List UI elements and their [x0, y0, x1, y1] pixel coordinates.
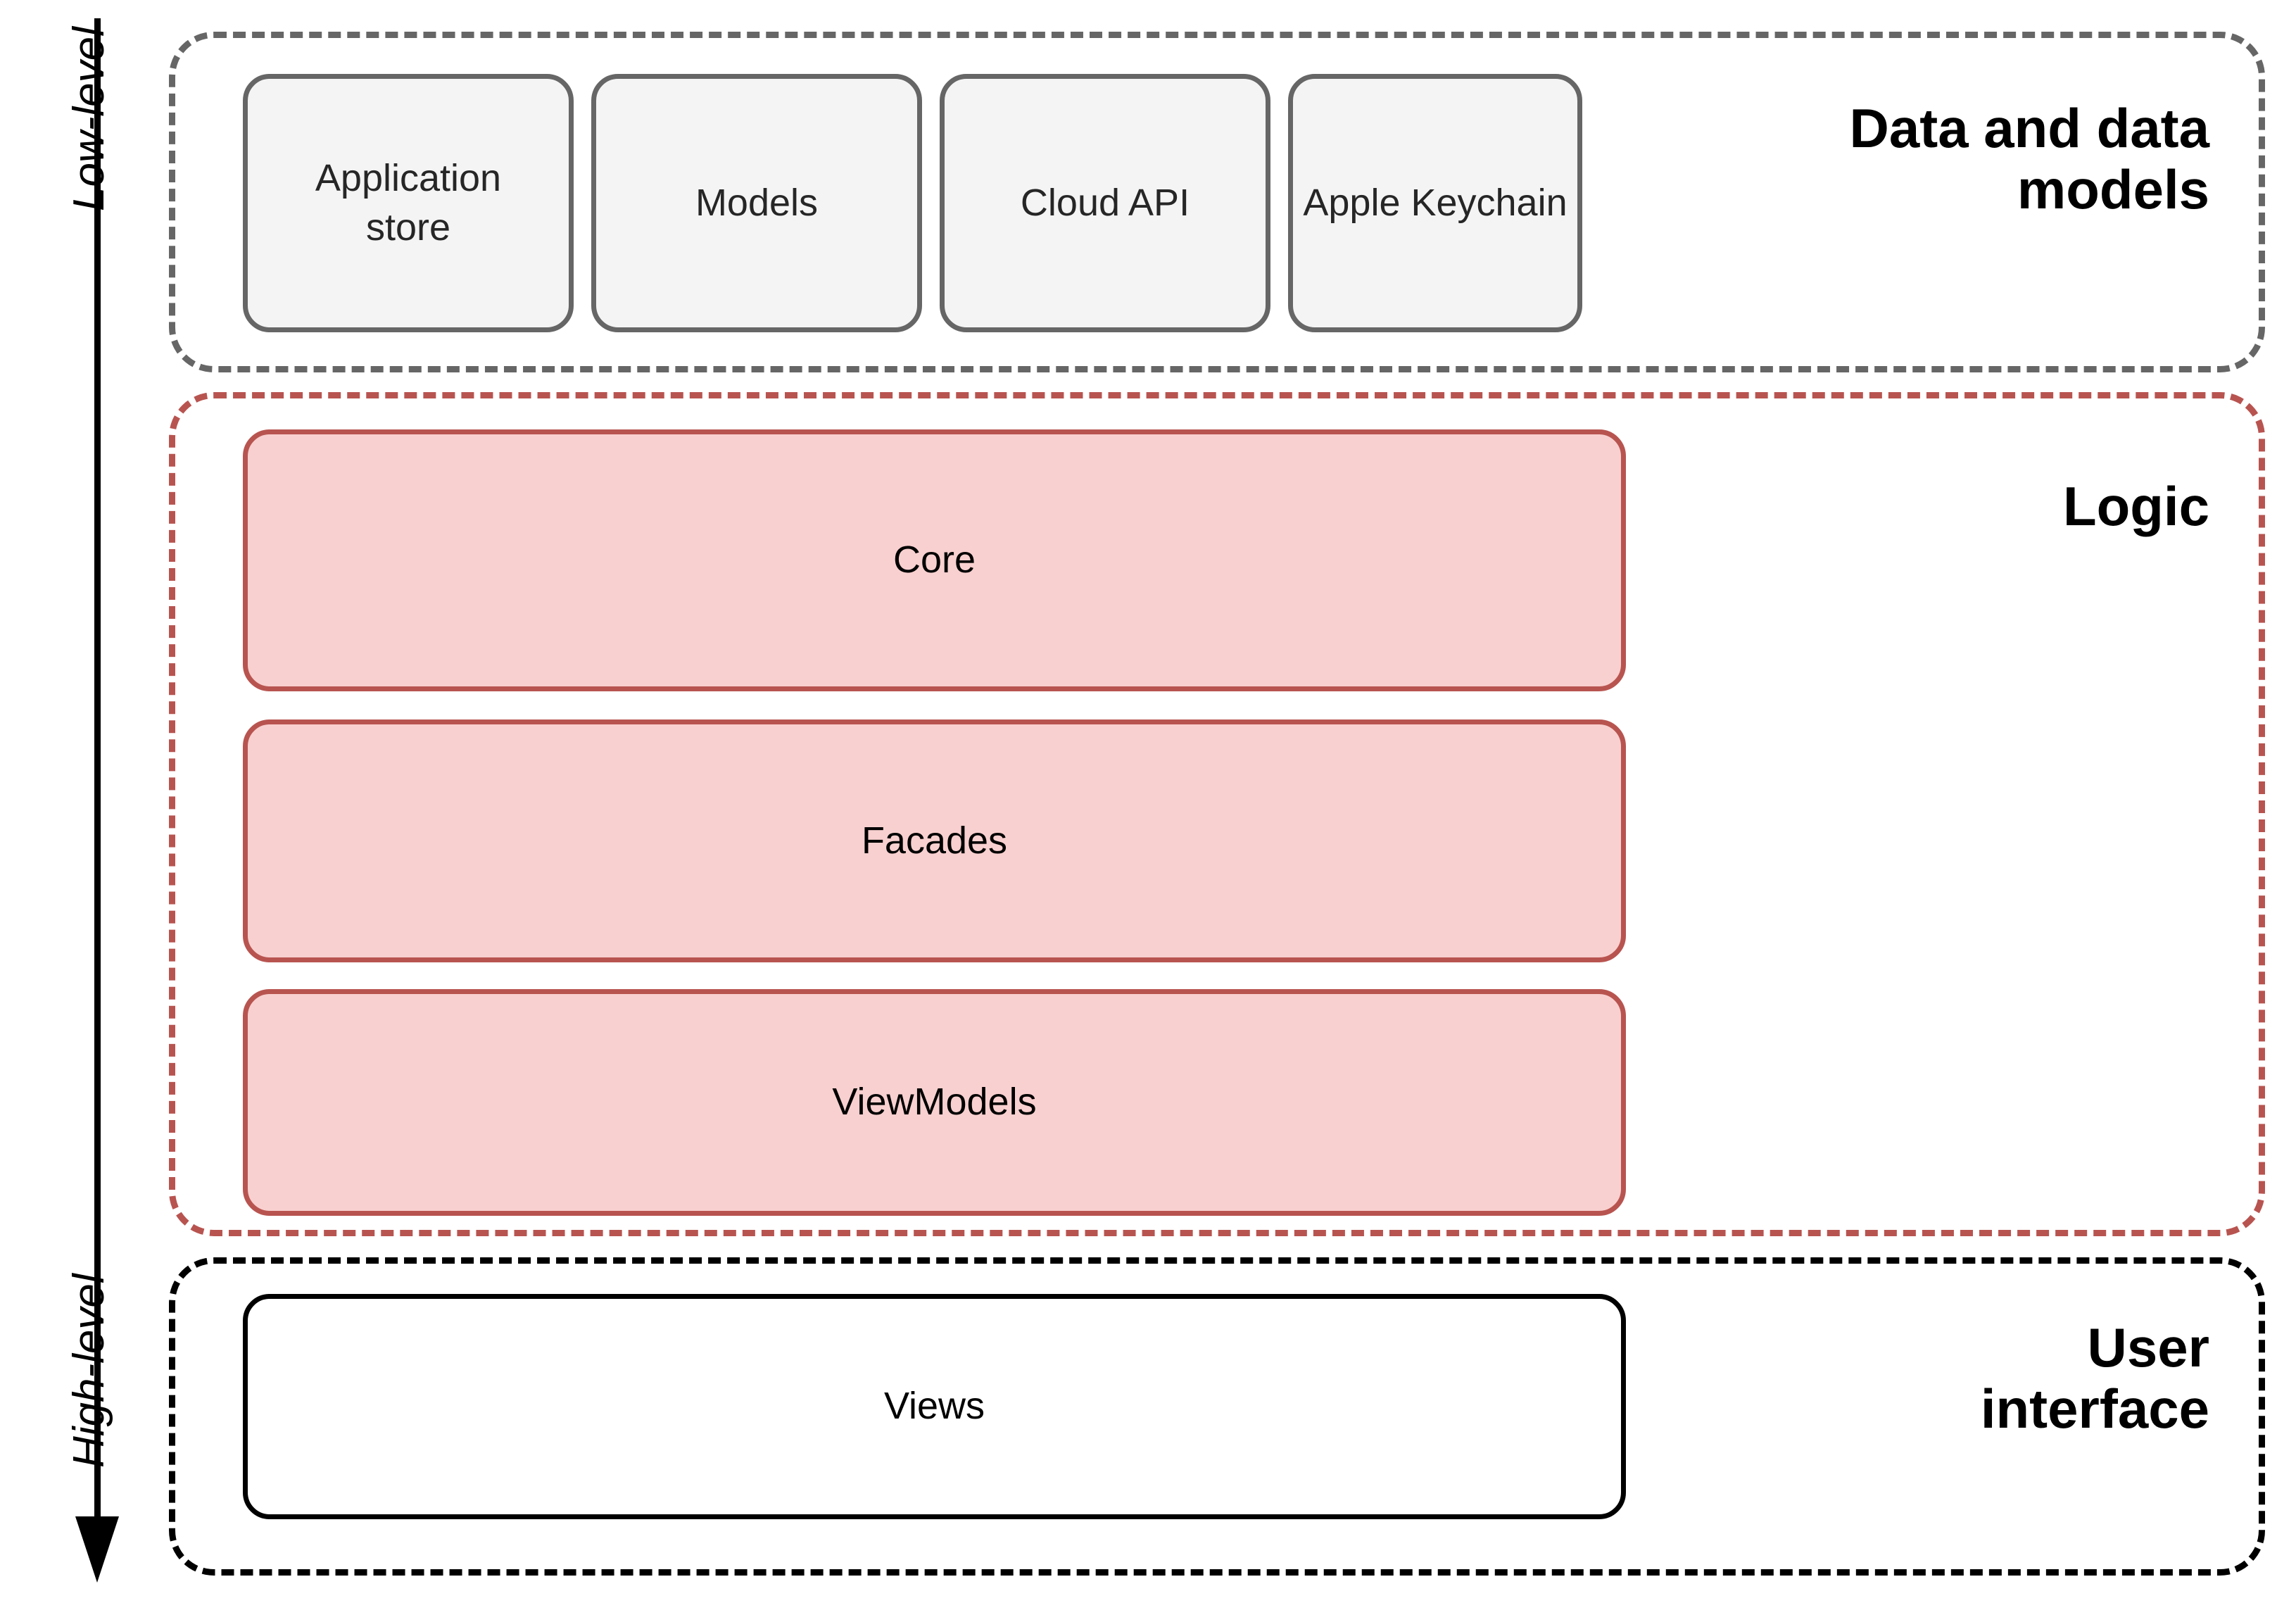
level-axis: [75, 18, 119, 1583]
axis-arrowhead-icon: [75, 1516, 119, 1583]
box-facades[interactable]: Facades: [243, 719, 1626, 962]
axis-label-low-level: Low-level: [65, 27, 113, 211]
layer-user-interface: User interface: [169, 1257, 2265, 1576]
layer-data-and-data-models: Data and data models: [169, 32, 2265, 372]
box-core[interactable]: Core: [243, 429, 1626, 691]
layer-logic: Logic: [169, 392, 2265, 1236]
layer-title-logic: Logic: [2063, 475, 2209, 537]
box-apple-keychain[interactable]: Apple Keychain: [1288, 74, 1582, 332]
box-views[interactable]: Views: [243, 1294, 1626, 1519]
box-models[interactable]: Models: [591, 74, 922, 332]
axis-line: [94, 18, 101, 1532]
box-application-store[interactable]: Application store: [243, 74, 574, 332]
box-viewmodels[interactable]: ViewModels: [243, 989, 1626, 1216]
box-cloud-api[interactable]: Cloud API: [940, 74, 1270, 332]
layer-title-data: Data and data models: [1849, 97, 2209, 221]
axis-label-high-level: High-level: [65, 1274, 113, 1468]
layer-title-user-interface: User interface: [1980, 1316, 2209, 1440]
